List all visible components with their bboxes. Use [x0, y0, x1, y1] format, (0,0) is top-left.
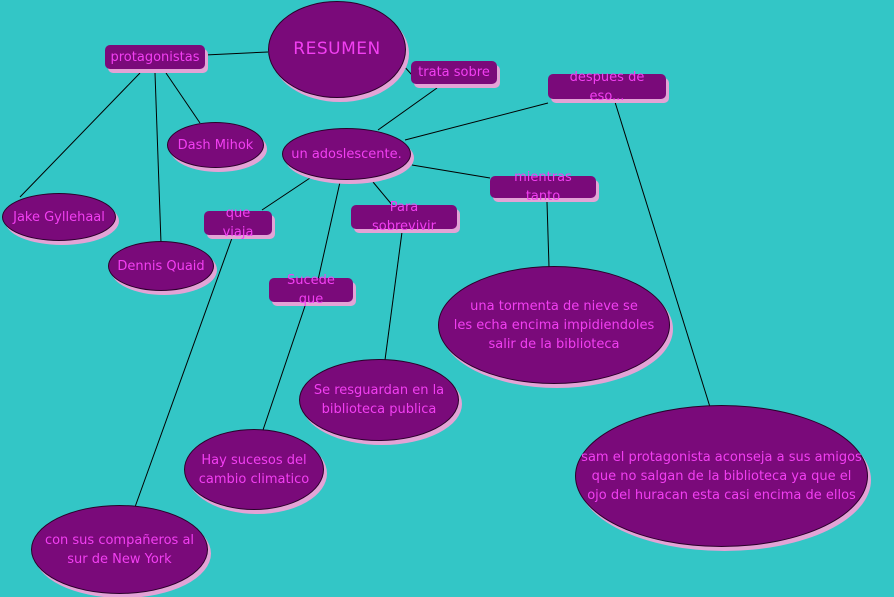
edge-adolescente-despues: [404, 102, 549, 141]
edge-viaja-companeros: [134, 237, 233, 508]
edge-sucede-sucesos: [262, 305, 306, 431]
node-jake-gyllehaal: Jake Gyllehaal: [2, 193, 116, 241]
node-tormenta: una tormenta de nieve se les echa encima…: [438, 266, 670, 384]
edge-protagonistas-dennis: [154, 72, 162, 244]
node-resguardan: Se resguardan en la biblioteca publica: [299, 359, 459, 441]
edge-sobrevivir-resguardan: [384, 231, 403, 361]
edge-adolescente-sucede: [317, 181, 341, 281]
edge-protagonistas-dash: [165, 72, 201, 124]
node-dash-mihok: Dash Mihok: [167, 122, 264, 168]
edge-despues-sam: [614, 101, 711, 408]
edge-mientras-tormenta: [546, 201, 550, 268]
node-protagonistas: protagonistas: [105, 45, 205, 69]
node-despues-de-eso: despues de eso...: [548, 70, 666, 104]
node-companeros: con sus compañeros al sur de New York: [31, 505, 208, 594]
node-resumen: RESUMEN: [268, 1, 406, 98]
node-adolescente: un adoslescente.: [282, 128, 411, 180]
node-para-sobrevivir: Para sobrevivir: [351, 200, 457, 234]
node-dennis-quaid: Dennis Quaid: [108, 241, 214, 291]
edge-protagonistas-jake: [19, 72, 141, 198]
node-mientras-tanto: mientras tanto: [490, 170, 596, 204]
edge-adolescente-viaja: [261, 177, 311, 211]
node-sam-protagonista: sam el protagonista aconseja a sus amigo…: [575, 405, 868, 547]
edge-resumen-trata: [401, 63, 413, 76]
node-sucesos-climatico: Hay sucesos del cambio climatico: [184, 429, 324, 510]
node-que-viaja: que viaja: [204, 206, 272, 240]
edge-resumen-protagonistas: [204, 51, 269, 56]
edge-trata-adolescente: [377, 87, 438, 131]
edge-adolescente-mientras: [411, 164, 491, 179]
node-sucede-que: Sucede que: [269, 273, 353, 307]
edge-adolescente-sobrevivir: [372, 181, 394, 207]
node-trata-sobre: trata sobre: [411, 61, 497, 84]
